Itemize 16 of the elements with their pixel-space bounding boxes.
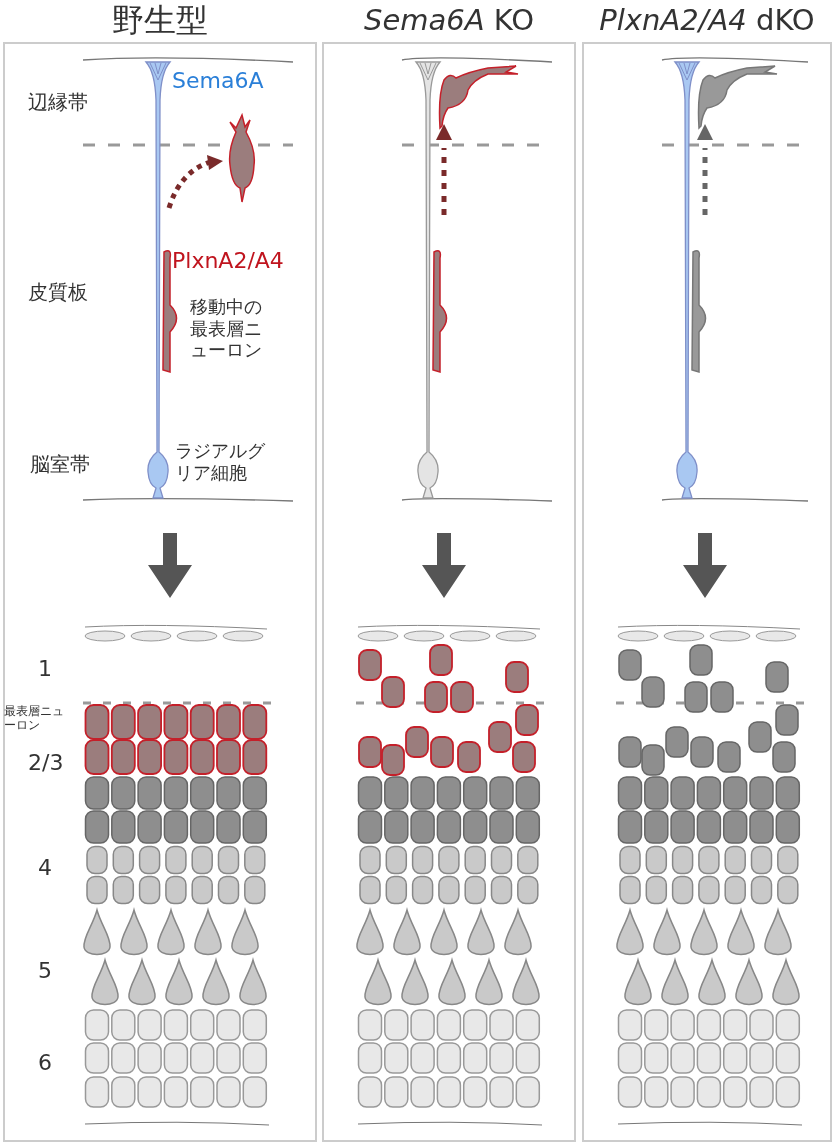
- zone-label: 辺縁帯: [28, 90, 88, 114]
- zone-label: ラジアルグリア細胞: [175, 440, 266, 484]
- layer-number: 6: [38, 1050, 52, 1077]
- zone-label: 最表層ニューロン: [4, 704, 65, 733]
- layer-number: 1: [38, 656, 52, 683]
- layer-number: 2/3: [28, 750, 64, 777]
- layer-number: 4: [38, 855, 52, 882]
- panel-heading: Sema6A KO: [362, 2, 535, 39]
- zone-label: 脳室帯: [30, 452, 90, 476]
- gene-label: PlxnA2/A4: [172, 248, 284, 275]
- panel-heading: PlxnA2/A4 dKO: [598, 2, 816, 39]
- zone-label: 皮質板: [28, 280, 88, 304]
- panel-heading: 野生型: [111, 0, 209, 40]
- gene-label: Sema6A: [172, 68, 264, 95]
- layer-number: 5: [38, 958, 52, 985]
- zone-label: 移動中の最表層ニューロン: [190, 296, 263, 361]
